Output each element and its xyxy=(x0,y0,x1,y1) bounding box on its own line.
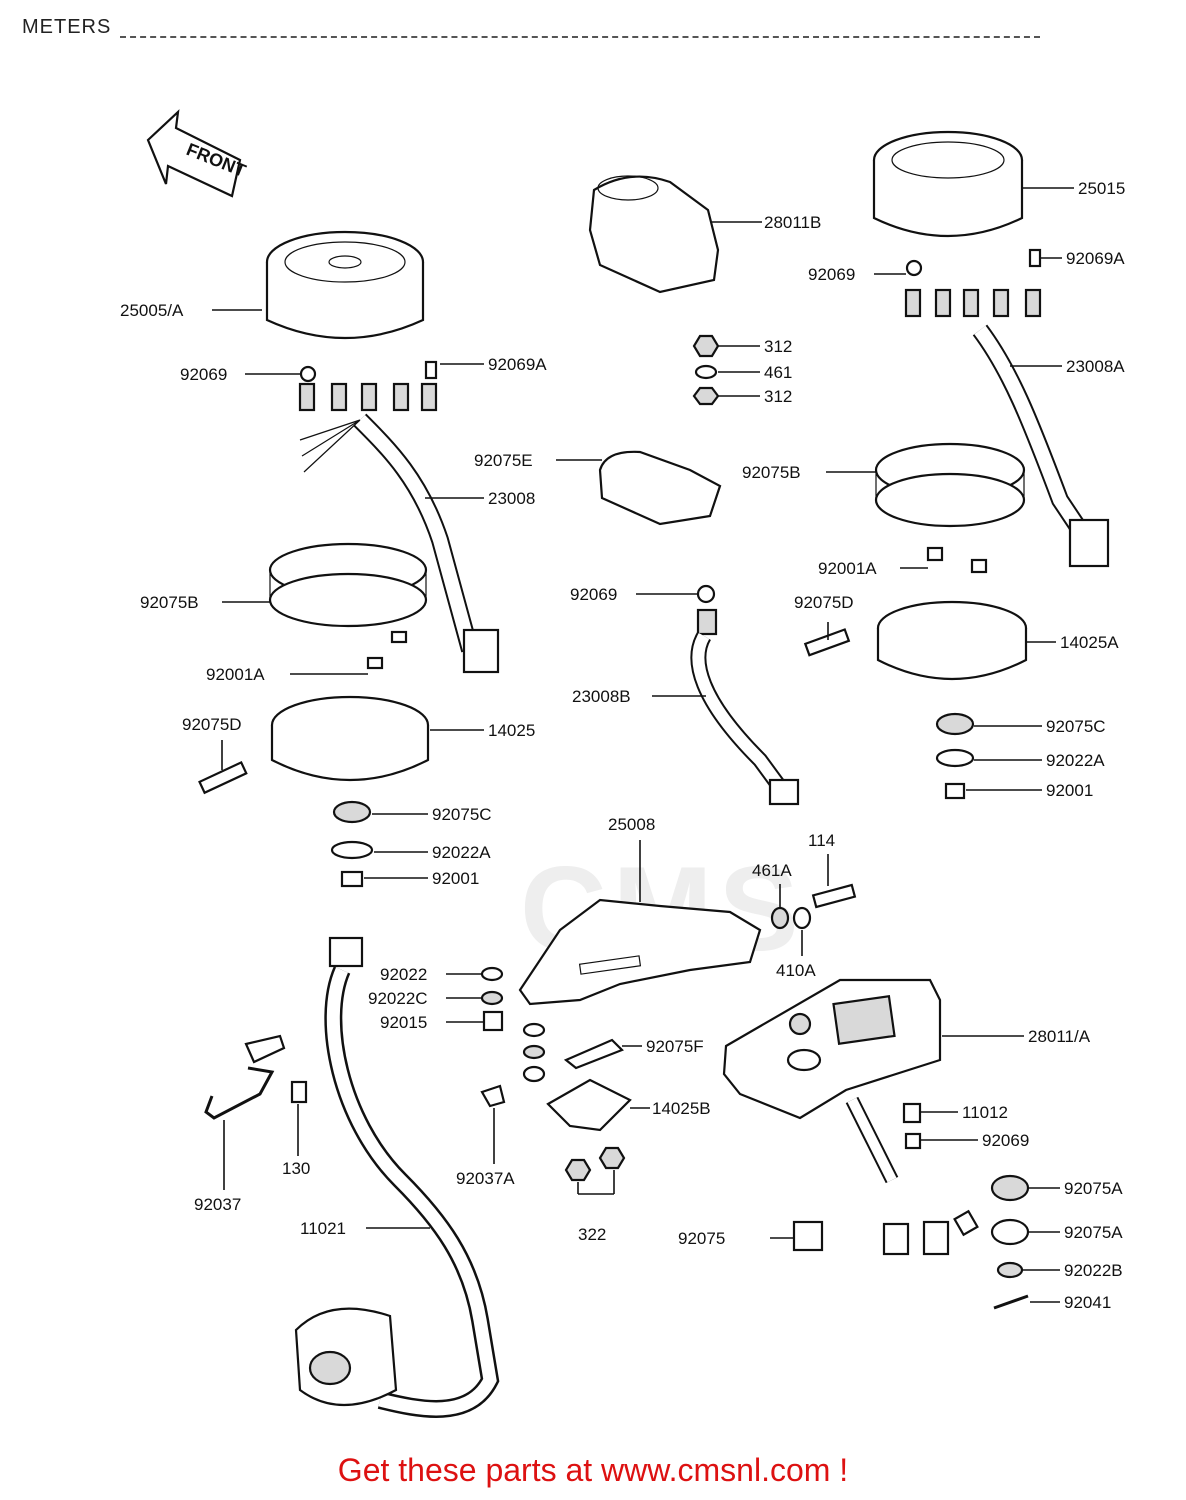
callout-92069-right: 92069 xyxy=(808,265,855,284)
callout-14025: 14025 xyxy=(488,721,535,740)
center-harness xyxy=(690,584,800,806)
callout-92075C-left: 92075C xyxy=(432,805,492,824)
footer-link-text[interactable]: Get these parts at www.cmsnl.com ! xyxy=(337,1452,849,1488)
callout-92022: 92022 xyxy=(380,965,427,984)
callout-25008: 25008 xyxy=(608,815,655,834)
right-fasteners xyxy=(803,546,988,800)
fuel-gauge-nuts xyxy=(692,334,720,406)
callout-92075D-right: 92075D xyxy=(794,593,854,612)
callout-92022A-right: 92022A xyxy=(1046,751,1105,770)
indicator-bracket xyxy=(546,1038,632,1182)
callout-92022C: 92022C xyxy=(368,989,428,1008)
callout-92001A-left: 92001A xyxy=(206,665,265,684)
callout-114: 114 xyxy=(808,831,835,850)
callout-92075D-left: 92075D xyxy=(182,715,242,734)
callout-11012: 11012 xyxy=(962,1103,1008,1122)
callout-92075F: 92075F xyxy=(646,1037,704,1056)
page-title: METERS xyxy=(22,16,112,38)
callout-410A: 410A xyxy=(776,961,816,980)
callout-322: 322 xyxy=(578,1225,606,1244)
callout-92075B-right: 92075B xyxy=(742,463,801,482)
callout-92001A-right: 92001A xyxy=(818,559,877,578)
callout-92075B-left: 92075B xyxy=(140,593,199,612)
callout-461A: 461A xyxy=(752,861,792,880)
left-bezel-ring xyxy=(268,542,428,628)
callout-14025A: 14025A xyxy=(1060,633,1119,652)
bracket-hardware xyxy=(480,883,857,1083)
callout-92001-left: 92001 xyxy=(432,869,479,888)
indicator-housing xyxy=(722,978,942,1120)
left-meter-body xyxy=(265,230,425,339)
callout-92075A-top: 92075A xyxy=(1064,1179,1123,1198)
callout-25005A: 25005/A xyxy=(120,301,184,320)
speedo-cable xyxy=(324,936,500,1418)
right-bezel-ring xyxy=(874,442,1026,528)
callout-23008: 23008 xyxy=(488,489,535,508)
right-meter-body xyxy=(872,130,1024,237)
callout-92041: 92041 xyxy=(1064,1293,1111,1312)
left-fasteners xyxy=(198,630,408,888)
callout-92075: 92075 xyxy=(678,1229,725,1248)
gauge-cushion xyxy=(598,450,722,526)
callout-23008A: 23008A xyxy=(1066,357,1125,376)
right-wiring-harness xyxy=(972,324,1110,568)
callout-28011A: 28011/A xyxy=(1028,1027,1091,1046)
left-wiring-harness xyxy=(299,413,500,674)
callout-92075E: 92075E xyxy=(474,451,533,470)
front-arrow-icon: FRONT xyxy=(146,109,249,198)
left-meter-case xyxy=(270,695,430,781)
callout-312-top: 312 xyxy=(764,337,792,356)
left-bulb-sockets xyxy=(298,360,438,412)
callout-14025B: 14025B xyxy=(652,1099,711,1118)
fuel-gauge-body xyxy=(588,175,720,294)
callout-92037A: 92037A xyxy=(456,1169,515,1188)
callout-92022A-left: 92022A xyxy=(432,843,491,862)
callout-92069A-right: 92069A xyxy=(1066,249,1125,268)
indicator-bulbs xyxy=(792,1102,1030,1310)
right-bulb-sockets xyxy=(904,248,1042,318)
callout-11021: 11021 xyxy=(300,1219,346,1238)
callout-92069A-left: 92069A xyxy=(488,355,547,374)
callout-461: 461 xyxy=(764,363,792,382)
callout-92022B: 92022B xyxy=(1064,1261,1123,1280)
speed-sensor xyxy=(294,1307,398,1406)
title-divider xyxy=(120,36,1040,38)
wire-clip-92037A xyxy=(480,1084,506,1108)
callout-92075C-right: 92075C xyxy=(1046,717,1106,736)
wire-clip-92037 xyxy=(204,1034,308,1120)
callout-25015: 25015 xyxy=(1078,179,1125,198)
callout-92015: 92015 xyxy=(380,1013,427,1032)
callout-92037: 92037 xyxy=(194,1195,241,1214)
callout-92001-right: 92001 xyxy=(1046,781,1093,800)
right-meter-case xyxy=(876,600,1028,680)
callout-130: 130 xyxy=(282,1159,310,1178)
meter-bracket xyxy=(518,898,762,1006)
callout-92069-left: 92069 xyxy=(180,365,227,384)
callout-28011B: 28011B xyxy=(764,213,821,232)
callout-92069-mid: 92069 xyxy=(570,585,617,604)
callout-labels: 25005/A 92069 92069A 23008 92075B 92001A… xyxy=(120,179,1125,1312)
callout-312-bottom: 312 xyxy=(764,387,792,406)
callout-92075A-bottom: 92075A xyxy=(1064,1223,1123,1242)
callout-92069-low: 92069 xyxy=(982,1131,1029,1150)
leader-lines xyxy=(212,187,1074,1303)
indicator-harness xyxy=(845,1096,979,1256)
callout-23008B: 23008B xyxy=(572,687,631,706)
